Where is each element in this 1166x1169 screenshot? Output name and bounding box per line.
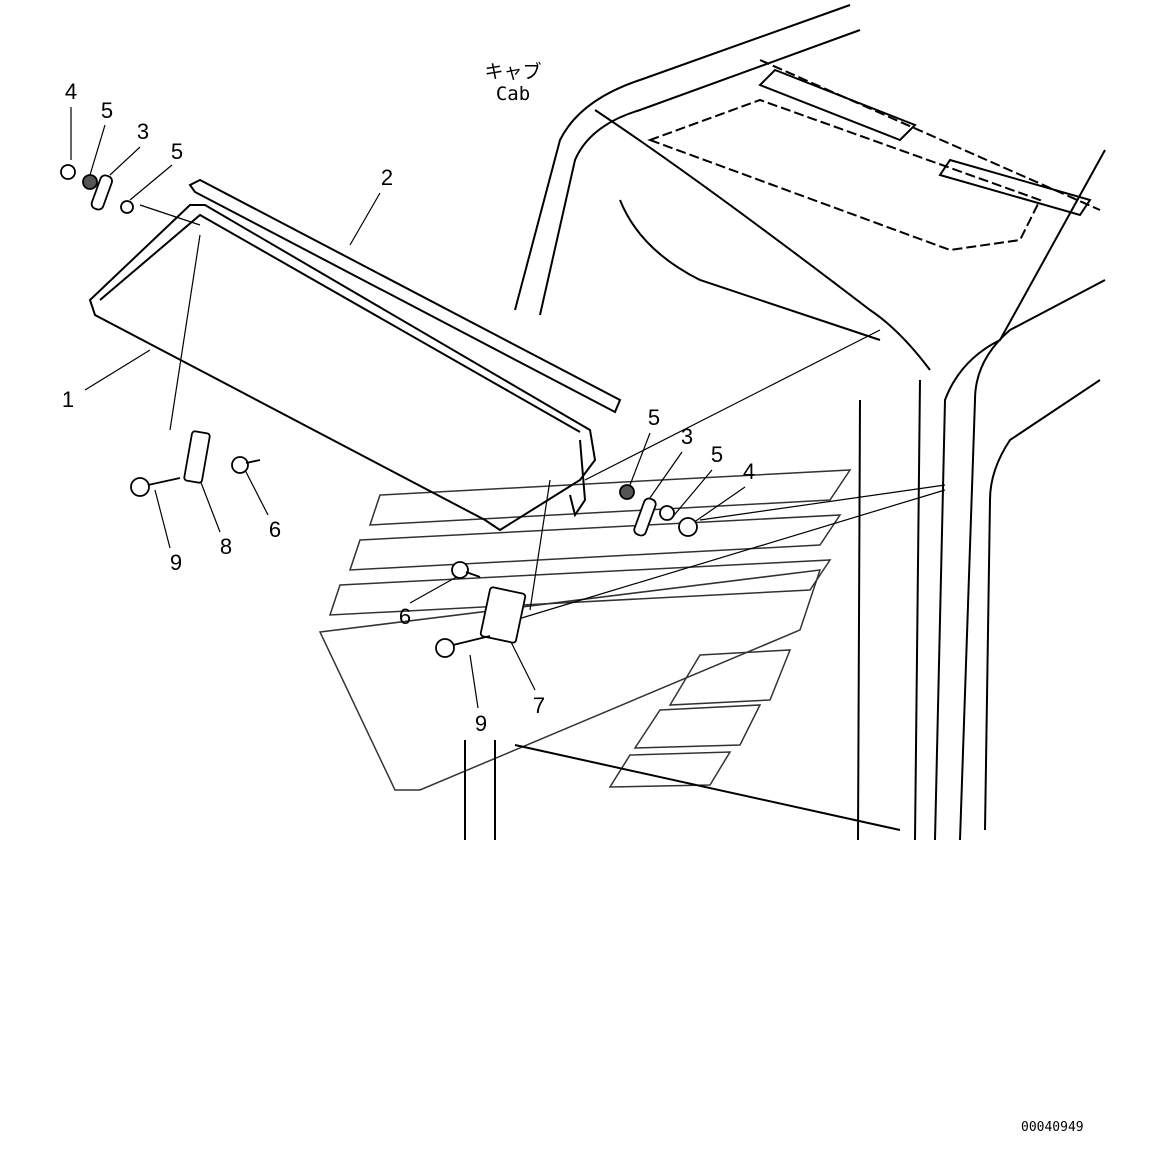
callout: 2 [380,165,394,190]
callout: 5 [710,442,724,467]
caption-en: Cab [495,82,531,105]
sun-visor [88,178,622,532]
callout: 7 [532,693,546,718]
callout: 1 [61,387,75,412]
cab-caption: キャブ Cab [478,61,548,106]
callout: 6 [268,517,282,542]
drawing-number: 00040949 [1021,1120,1084,1135]
callout: 9 [169,550,183,575]
callout: 5 [647,405,661,430]
callout: 8 [219,534,233,559]
cab-frame [464,4,1106,841]
callout: 5 [170,139,184,164]
callout: 4 [64,79,78,104]
watermark-logo [318,469,852,791]
callout: 5 [100,98,114,123]
caption-jp: キャブ [484,61,542,83]
leader-lines [70,107,946,709]
callout: 9 [474,711,488,736]
callout: 3 [136,119,150,144]
callout: 3 [680,424,694,449]
fasteners [60,164,698,658]
callout: 6 [398,604,412,629]
callout: 4 [742,459,756,484]
